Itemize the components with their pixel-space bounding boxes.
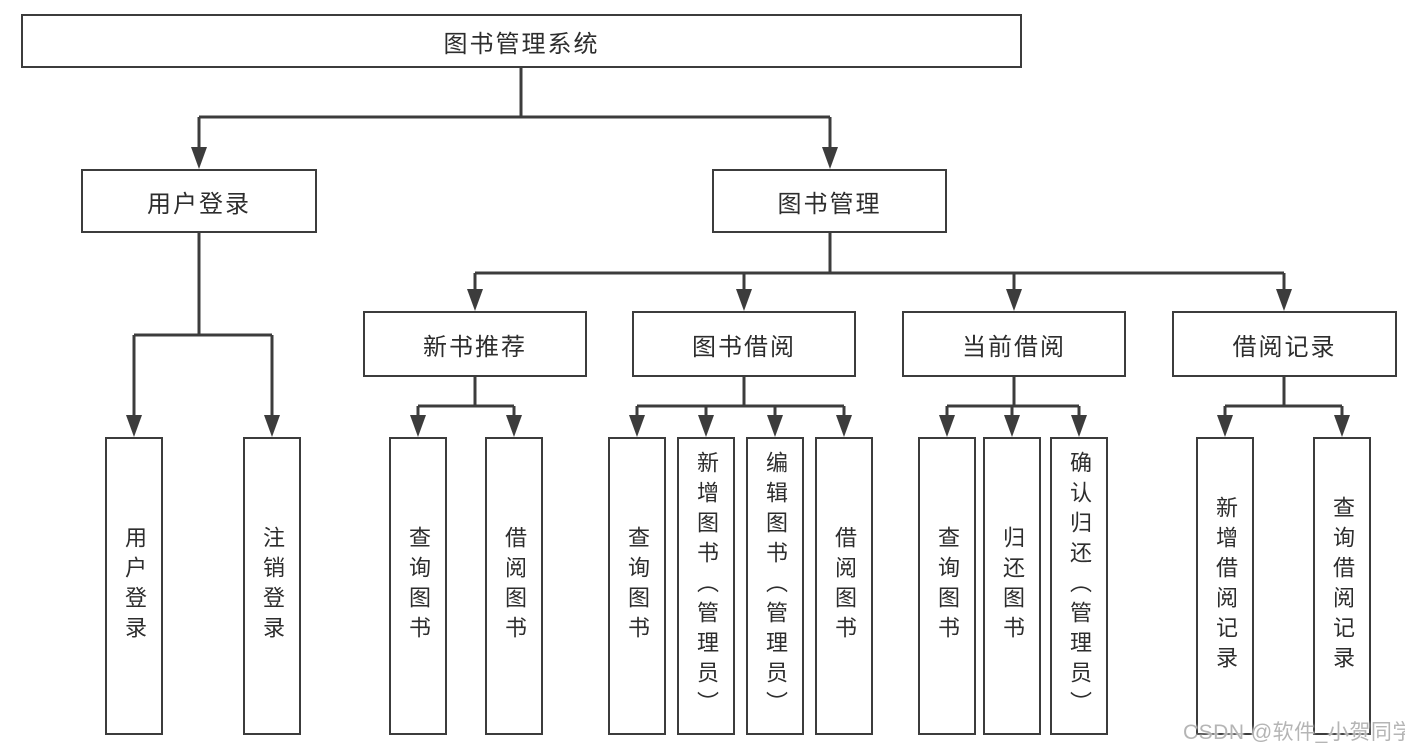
node-borrowing-records-label: 借阅记录: [1232, 333, 1337, 361]
connector-root-to-level2: [197, 68, 832, 149]
arrowhead-nb-borrow: [506, 415, 522, 437]
leaf-current-confirm-return-admin-label: 确认归还（管理员）: [1067, 451, 1092, 721]
arrowhead-book-management: [822, 147, 838, 169]
arrowhead-borrowing-records: [1276, 289, 1292, 311]
leaf-records-add-record: 新增借阅记录: [1196, 437, 1254, 735]
node-user-login-label: 用户登录: [147, 190, 251, 218]
connector-book-management-children: [473, 233, 1286, 291]
node-root: 图书管理系统: [21, 14, 1022, 68]
leaf-borrow-borrow-books: 借阅图书: [815, 437, 873, 735]
leaf-current-return-books-label: 归还图书: [1000, 526, 1025, 646]
leaf-borrow-edit-books-admin-label: 编辑图书（管理员）: [763, 451, 788, 721]
arrowhead-user-login: [191, 147, 207, 169]
leaf-records-query-record: 查询借阅记录: [1313, 437, 1371, 735]
arrowhead-current-borrowing: [1006, 289, 1022, 311]
connector-new-book-children: [416, 377, 516, 417]
leaf-user-login: 用户登录: [105, 437, 163, 735]
node-borrowing-records: 借阅记录: [1172, 311, 1397, 377]
arrowhead-bb-query: [629, 415, 645, 437]
leaf-newbook-query-books: 查询图书: [389, 437, 447, 735]
leaf-current-query-books: 查询图书: [918, 437, 976, 735]
node-new-book-recommend-label: 新书推荐: [423, 333, 527, 361]
connector-records-children: [1223, 377, 1344, 417]
leaf-current-return-books: 归还图书: [983, 437, 1041, 735]
node-new-book-recommend: 新书推荐: [363, 311, 587, 377]
node-book-management-label: 图书管理: [777, 190, 882, 218]
arrowhead-bb-edit: [767, 415, 783, 437]
leaf-borrow-add-books-admin-label: 新增图书（管理员）: [694, 451, 719, 721]
node-current-borrowing: 当前借阅: [902, 311, 1126, 377]
node-user-login: 用户登录: [81, 169, 317, 233]
arrowhead-new-book-recommend: [467, 289, 483, 311]
leaf-borrow-edit-books-admin: 编辑图书（管理员）: [746, 437, 804, 735]
leaf-newbook-borrow-books: 借阅图书: [485, 437, 543, 735]
connector-book-borrow-children: [635, 377, 846, 417]
node-root-label: 图书管理系统: [443, 30, 600, 58]
node-book-management: 图书管理: [712, 169, 947, 233]
arrowhead-bb-borrow: [836, 415, 852, 437]
leaf-current-query-books-label: 查询图书: [935, 526, 960, 646]
leaf-borrow-borrow-books-label: 借阅图书: [832, 526, 857, 646]
arrowhead-nb-query: [410, 415, 426, 437]
csdn-watermark: CSDN @软件_小贺同学: [1183, 721, 1405, 744]
arrowhead-rec-query: [1334, 415, 1350, 437]
leaf-newbook-borrow-books-label: 借阅图书: [502, 526, 527, 646]
arrowhead-rec-add: [1217, 415, 1233, 437]
leaf-newbook-query-books-label: 查询图书: [406, 526, 431, 646]
node-book-borrowing: 图书借阅: [632, 311, 856, 377]
leaf-borrow-add-books-admin: 新增图书（管理员）: [677, 437, 735, 735]
arrowhead-cb-return: [1004, 415, 1020, 437]
leaf-logout-label: 注销登录: [260, 526, 285, 646]
leaf-records-query-record-label: 查询借阅记录: [1330, 496, 1355, 676]
leaf-logout: 注销登录: [243, 437, 301, 735]
leaf-user-login-label: 用户登录: [122, 526, 147, 646]
node-book-borrowing-label: 图书借阅: [692, 333, 796, 361]
connector-current-borrow-children: [945, 377, 1081, 417]
leaf-current-confirm-return-admin: 确认归还（管理员）: [1050, 437, 1108, 735]
leaf-borrow-query-books-label: 查询图书: [625, 526, 650, 646]
leaf-borrow-query-books: 查询图书: [608, 437, 666, 735]
arrowhead-cb-confirm: [1071, 415, 1087, 437]
arrowhead-book-borrowing: [736, 289, 752, 311]
node-current-borrowing-label: 当前借阅: [962, 333, 1066, 361]
arrowhead-bb-add: [698, 415, 714, 437]
arrowhead-leaf-user-login: [126, 415, 142, 437]
arrowhead-leaf-logout: [264, 415, 280, 437]
leaf-records-add-record-label: 新增借阅记录: [1213, 496, 1238, 676]
connector-user-login-children: [132, 233, 274, 417]
arrowhead-cb-query: [939, 415, 955, 437]
